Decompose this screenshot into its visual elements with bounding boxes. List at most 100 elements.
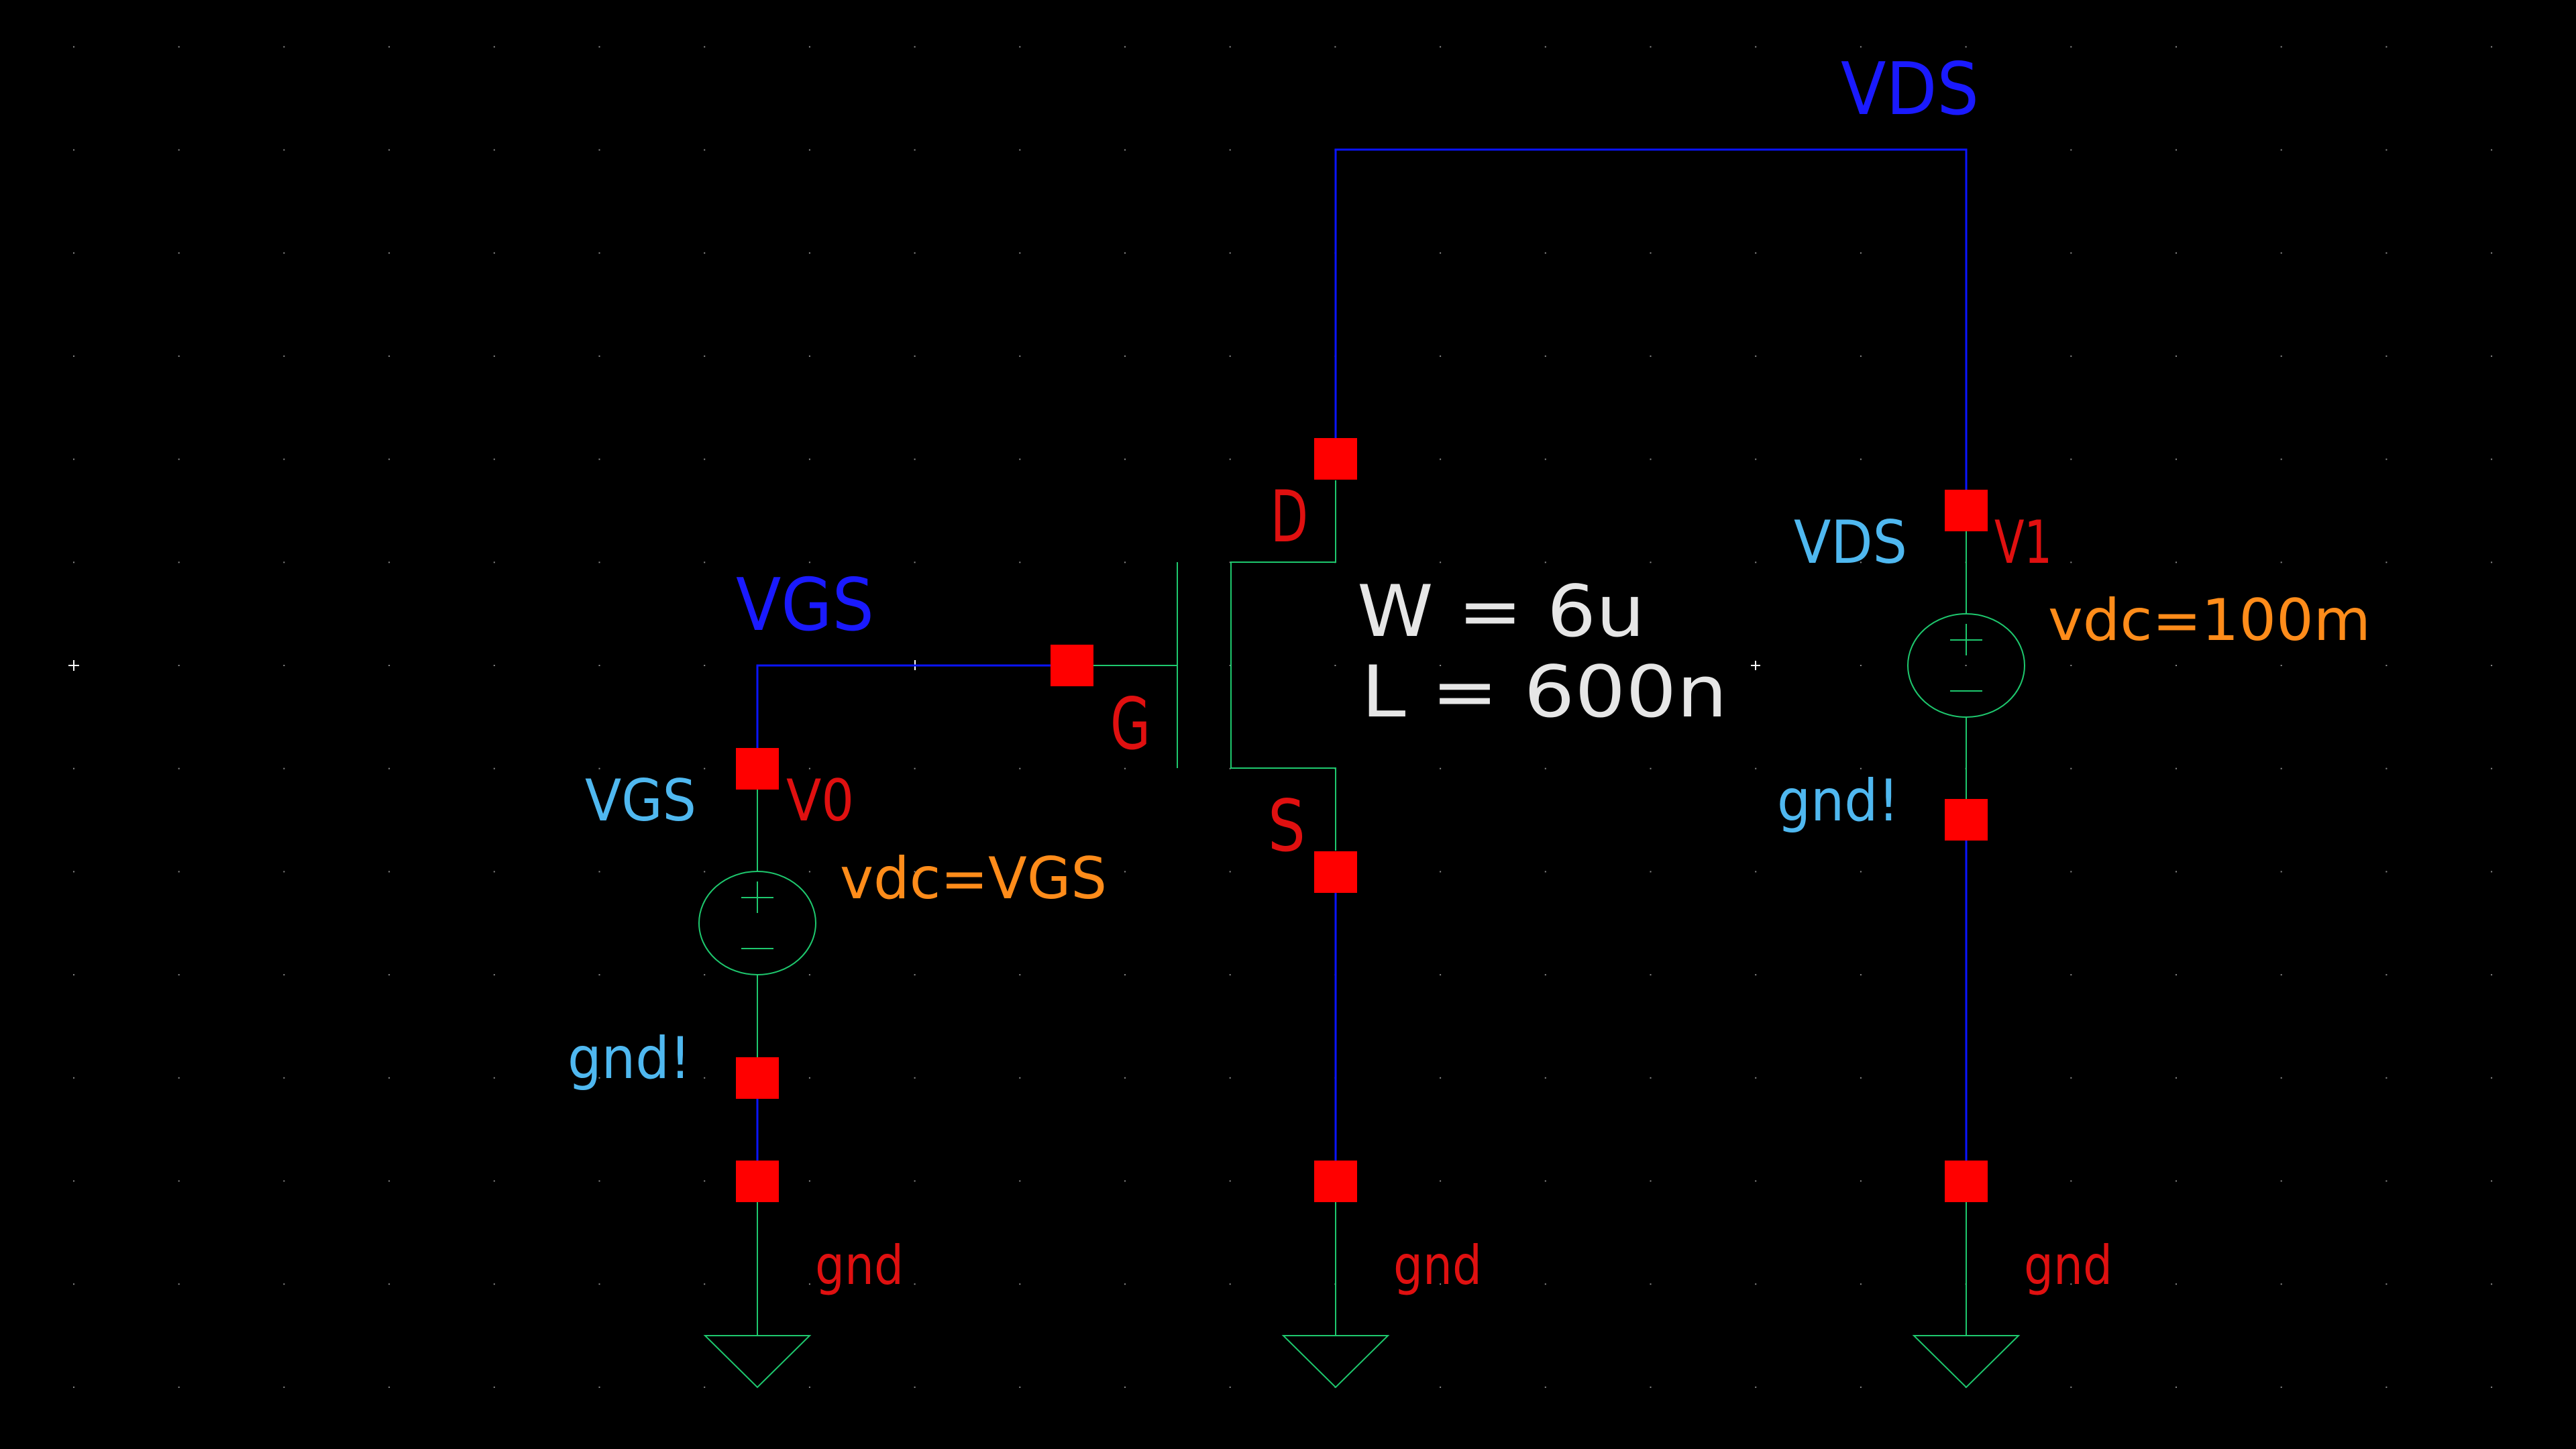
grid-dot [2280,355,2282,357]
v0-terminal-label: VGS [585,767,696,835]
grid-dot [2280,46,2282,48]
pin-ground-middle[interactable] [1314,1161,1357,1202]
grid-dot [1440,1283,1442,1285]
grid-dot [2491,1077,2493,1079]
grid-dots [73,46,2493,1388]
grid-dot [2385,149,2387,151]
grid-dot [1019,149,1021,151]
pin-v1-plus[interactable] [1945,490,1988,531]
pin-ground-left[interactable] [736,1161,779,1202]
grid-dot [178,149,180,151]
pin-v0-minus[interactable] [736,1057,779,1099]
wire-vgs-net[interactable] [756,664,1072,769]
v0-source-circle-icon[interactable] [698,871,816,975]
grid-dot [178,1386,180,1388]
grid-dot [1019,1077,1021,1079]
grid-dot [388,458,390,460]
grid-dot [1124,1077,1126,1079]
grid-dot [388,355,390,357]
grid-dot [2280,252,2282,254]
pin-ground-right[interactable] [1945,1161,1988,1202]
grid-dot [493,458,495,460]
grid-dot [1860,46,1862,48]
grid-dot [2070,871,2072,873]
grid-dot [2176,974,2177,976]
grid-dot [808,149,810,151]
grid-dot [1440,974,1442,976]
grid-dot [2385,1386,2387,1388]
grid-dot [2176,1283,2177,1285]
ground-left-icon[interactable] [703,1335,812,1389]
mosfet-length-param[interactable]: L = 600n [1361,651,1727,733]
grid-dot [283,1077,285,1079]
pins[interactable] [736,438,1988,1202]
grid-dot [493,665,495,666]
grid-dot [283,974,285,976]
grid-dot [2176,561,2177,564]
v1-instance-name[interactable]: V1 [1994,508,2052,577]
grid-dot [1229,46,1231,48]
pin-mosfet-gate[interactable] [1051,645,1093,686]
grid-dot [2491,252,2493,254]
v0-instance-name[interactable]: V0 [786,767,854,835]
grid-dot [914,1180,916,1182]
grid-dot [388,871,390,873]
grid-dot [1229,1180,1231,1182]
grid-dot [598,355,600,357]
grid-dot [73,1077,74,1079]
grid-dot [1544,46,1546,48]
grid-dot [2385,252,2387,254]
pin-v1-minus[interactable] [1945,799,1988,841]
grid-dot [493,252,495,254]
grid-dot [1860,767,1862,769]
grid-dot [808,252,810,254]
grid-dot [1650,355,1652,357]
grid-dot [2280,871,2282,873]
grid-dot [1019,1180,1021,1182]
grid-dot [808,355,810,357]
pin-mosfet-source[interactable] [1314,851,1357,893]
v0-parameter[interactable]: vdc=VGS [840,845,1107,912]
grid-dot [704,355,706,357]
grid-dot [1440,871,1442,873]
grid-dot [1544,561,1546,564]
grid-dot [178,1180,180,1182]
grid-dot [2280,1283,2282,1285]
grid-dot [704,458,706,460]
net-label-vgs[interactable]: VGS [736,564,874,647]
grid-dot [283,46,285,48]
grid-dot [1965,46,1967,48]
pin-v0-plus[interactable] [736,748,779,790]
grid-dot [283,149,285,151]
grid-dot [2070,46,2072,48]
grid-dot [2070,252,2072,254]
grid-dot [1124,1180,1126,1182]
grid-dot [2176,458,2177,460]
grid-dot [914,355,916,357]
symbols[interactable] [698,480,2025,1389]
ground-right-icon[interactable] [1912,1335,2021,1389]
grid-dot [1229,974,1231,976]
grid-dot [1124,767,1126,769]
grid-dot [2176,1180,2177,1182]
ground-middle-icon[interactable] [1281,1335,1390,1389]
v0-ground-terminal-label: gnd! [568,1025,691,1092]
mosfet-width-param[interactable]: W = 6u [1357,570,1645,653]
pin-mosfet-drain[interactable] [1314,438,1357,480]
grid-dot [1440,561,1442,564]
grid-dot [1544,1283,1546,1285]
v1-source-circle-icon[interactable] [1907,613,2025,718]
grid-dot [2385,355,2387,357]
grid-dot [2070,355,2072,357]
grid-dot [2280,561,2282,564]
wire-vds-net[interactable] [1334,148,1968,511]
net-label-vds[interactable]: VDS [1841,48,1979,131]
grid-dot [2280,458,2282,460]
grid-dot [808,561,810,564]
v1-parameter[interactable]: vdc=100m [2048,587,2371,654]
ground-label-left: gnd [815,1234,904,1297]
grid-dot [73,46,74,48]
grid-dot [1229,458,1231,460]
grid-dot [2385,767,2387,769]
